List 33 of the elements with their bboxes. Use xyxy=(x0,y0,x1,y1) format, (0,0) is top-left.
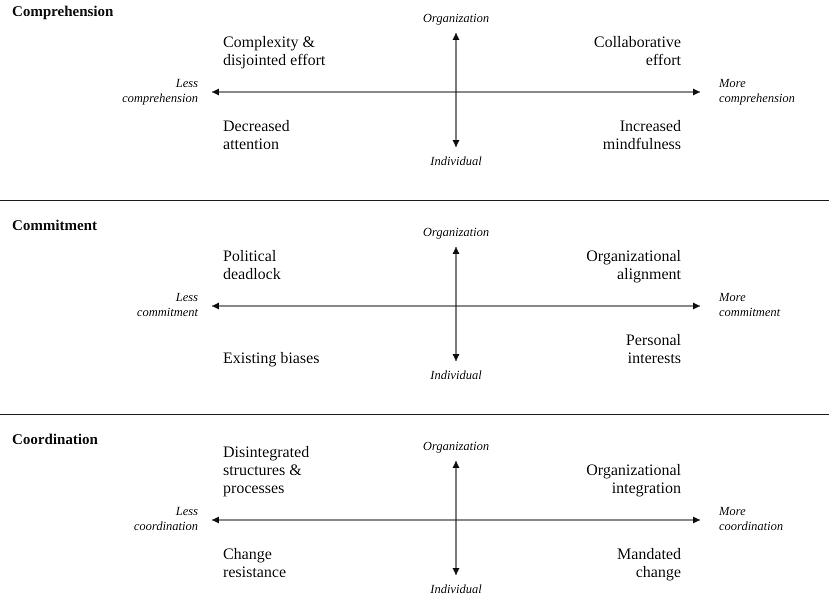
axis-end-label: Less commitment xyxy=(118,290,212,322)
axis-end-label: Individual xyxy=(406,147,506,169)
quadrant-label: Organizational alignment xyxy=(585,248,681,284)
axis-end-label: Individual xyxy=(406,361,506,383)
axis-end-label: More coordination xyxy=(700,504,805,536)
double-arrow xyxy=(212,516,700,524)
axis-end-label: Organization xyxy=(406,439,506,461)
quadrant-label: Disintegrated structures & processes xyxy=(223,444,310,498)
quadrant-label: Existing biases xyxy=(223,350,320,368)
section-heading: Coordination xyxy=(12,432,98,449)
double-arrow xyxy=(452,33,460,147)
quadrant-label: Organizational integration xyxy=(585,462,681,498)
axis-end-label: More comprehension xyxy=(700,76,805,108)
axis-end-label: Less comprehension xyxy=(118,76,212,108)
double-arrow xyxy=(212,302,700,310)
quadrant-label: Mandated change xyxy=(616,546,681,582)
section-heading: Commitment xyxy=(12,218,97,235)
double-arrow xyxy=(212,88,700,96)
quadrant-label: Increased mindfulness xyxy=(602,118,681,154)
axis-end-label: More commitment xyxy=(700,290,805,322)
quadrant-label: Decreased attention xyxy=(223,118,291,154)
axis-end-label: Organization xyxy=(406,11,506,33)
quadrant-label: Collaborative effort xyxy=(592,34,681,70)
quadrant-label: Change resistance xyxy=(223,546,288,582)
quadrant-label: Political deadlock xyxy=(223,248,282,284)
quadrant-label: Personal interests xyxy=(624,332,681,368)
axis-end-label: Less coordination xyxy=(118,504,212,536)
double-arrow xyxy=(452,461,460,575)
double-arrow xyxy=(452,247,460,361)
quadrant-label: Complexity & disjointed effort xyxy=(223,34,326,70)
axis-end-label: Individual xyxy=(406,575,506,597)
section-heading: Comprehension xyxy=(12,4,114,21)
axis-end-label: Organization xyxy=(406,225,506,247)
